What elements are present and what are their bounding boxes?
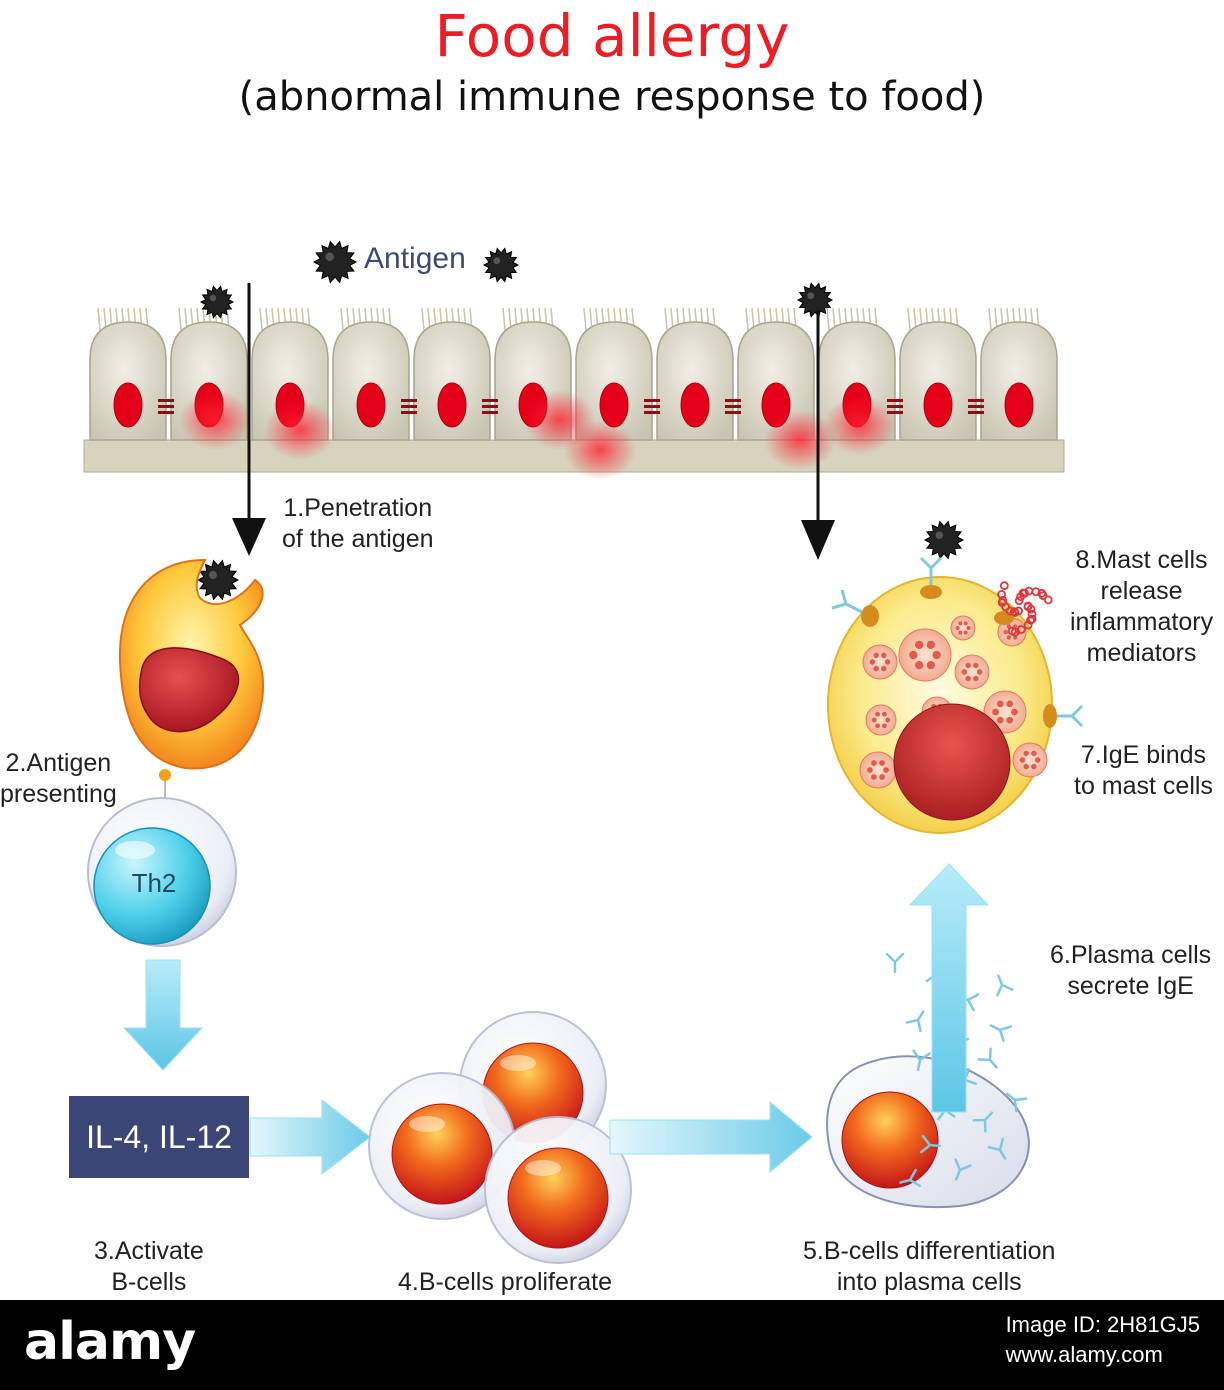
b-cell <box>484 1116 632 1264</box>
granule <box>859 751 897 789</box>
granule <box>865 704 897 736</box>
arrow-bcells-to-plasma <box>609 1100 813 1174</box>
mediator-granule <box>1020 588 1029 598</box>
mast-cell <box>827 556 1084 834</box>
brand-logo: alamy <box>24 1312 196 1372</box>
cell-nucleus <box>923 382 953 428</box>
mediator-granule <box>1014 596 1024 606</box>
diagram-subtitle: (abnormal immune response to food) <box>238 74 986 120</box>
arrow-cytokines-to-bcells <box>249 1098 371 1176</box>
arrow-th2-to-cytokines <box>122 959 204 1071</box>
ige-antibody <box>919 1134 942 1154</box>
granule <box>954 654 990 690</box>
b-cell <box>368 1072 516 1220</box>
ige-antibody <box>954 1158 972 1181</box>
diagram-title: Food allergy <box>434 2 790 70</box>
granule <box>950 615 976 641</box>
tight-junction <box>158 399 174 414</box>
epithelial-cell <box>332 307 410 441</box>
antigen-particles <box>196 240 965 601</box>
tight-junction <box>644 399 660 414</box>
ige-antibody <box>989 1024 1013 1043</box>
cell-nucleus <box>437 382 467 428</box>
granule <box>1012 742 1048 778</box>
th2-label: Th2 <box>131 868 177 898</box>
ige-antibody <box>996 974 1014 997</box>
mediator-granule <box>998 595 1008 605</box>
cell-nucleus <box>1004 382 1034 428</box>
ige-antibody <box>899 1168 922 1187</box>
tight-junction <box>887 399 903 414</box>
epithelial-cell <box>899 307 977 441</box>
mediator-granule <box>1016 625 1026 634</box>
mediator-granule <box>1023 602 1033 612</box>
epithelial-cell <box>980 307 1058 441</box>
mediator-granule <box>1009 607 1019 616</box>
th2-cell <box>87 797 237 947</box>
b-cell-cluster <box>368 1011 632 1264</box>
antigen-presenting-cell <box>118 558 265 800</box>
epithelium <box>83 307 1065 480</box>
ige-antibody <box>972 1111 994 1133</box>
granule <box>862 644 898 680</box>
image-id: Image ID: 2H81GJ5 www.alamy.com <box>1005 1312 1200 1367</box>
tight-junction <box>482 399 498 414</box>
ige-antibody <box>987 1137 1007 1160</box>
antigen-particle <box>312 240 358 284</box>
ige-antibody <box>912 1049 931 1072</box>
cell-nucleus <box>680 382 710 428</box>
mediator-granule <box>1026 615 1035 625</box>
antigen-particle <box>199 285 235 319</box>
antigen-label: Antigen <box>364 242 466 275</box>
cytokines-box: IL-4, IL-12 <box>69 1096 249 1178</box>
ige-antibody <box>1005 1092 1028 1113</box>
epithelial-cell <box>656 307 734 441</box>
mediator-granule <box>1031 587 1041 597</box>
granule <box>898 628 952 682</box>
cell-nucleus <box>113 382 143 428</box>
antigen-particle <box>923 520 965 560</box>
mediator-granule <box>1038 591 1048 601</box>
ige-antibody <box>977 1047 998 1069</box>
tight-junction <box>401 399 417 414</box>
mediator-granule <box>999 581 1009 591</box>
inflammatory-mediators <box>997 581 1053 637</box>
mediator-granule <box>1007 626 1017 636</box>
antigen-particle <box>796 282 834 318</box>
watermark-bar <box>0 1300 1224 1390</box>
penetration-arrow-left <box>232 283 266 556</box>
ige-antibody <box>905 1010 925 1033</box>
penetration-arrow-right <box>801 310 835 560</box>
cell-nucleus <box>356 382 386 428</box>
tight-junction <box>968 399 984 414</box>
ige-antibody <box>885 952 905 974</box>
plasma-cell <box>826 1055 1030 1209</box>
step-4-label: 4.B-cells proliferate <box>398 1268 612 1296</box>
arrow-plasma-to-mast <box>908 863 990 1113</box>
antigen-particle <box>196 559 240 601</box>
mediator-granule <box>1014 606 1024 616</box>
antigen-particle <box>482 247 520 283</box>
epithelial-cell <box>89 307 167 441</box>
mediator-granule <box>1043 595 1053 605</box>
epithelial-cell <box>413 307 491 441</box>
epithelial-cell <box>575 307 653 441</box>
tight-junction <box>725 399 741 414</box>
